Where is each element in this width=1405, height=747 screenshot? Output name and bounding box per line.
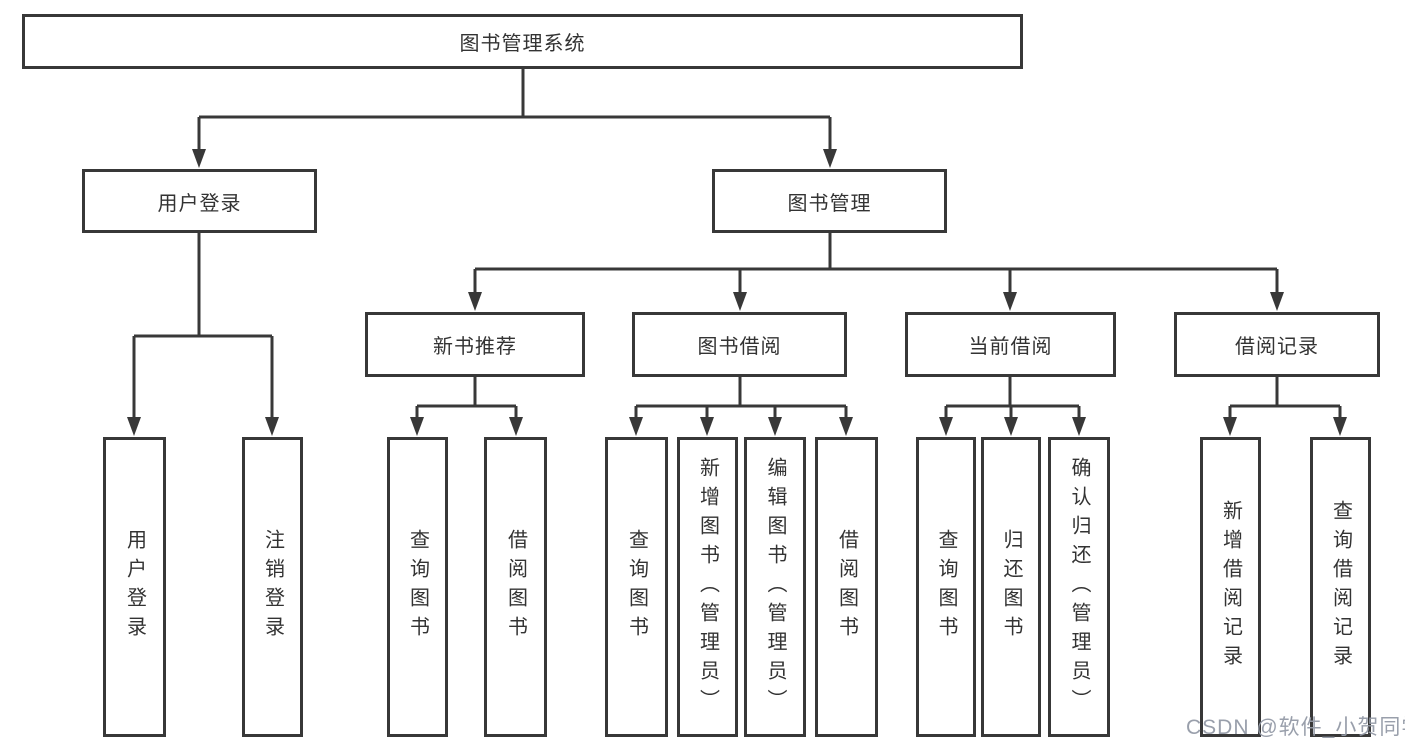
leaf-query-borrow-record-label: 查询借阅记录 bbox=[1329, 500, 1352, 674]
leaf-query-books-recommend: 查询图书 bbox=[387, 437, 448, 737]
node-borrow-records: 借阅记录 bbox=[1174, 312, 1380, 377]
leaf-borrow-books-recommend: 借阅图书 bbox=[484, 437, 547, 737]
leaf-edit-book-admin: 编辑图书（管理员） bbox=[744, 437, 806, 737]
leaf-query-books-borrow: 查询图书 bbox=[605, 437, 668, 737]
leaf-query-books-recommend-label: 查询图书 bbox=[406, 529, 429, 645]
node-user-login: 用户登录 bbox=[82, 169, 317, 233]
leaf-add-borrow-record-label: 新增借阅记录 bbox=[1219, 500, 1242, 674]
leaf-borrow-books: 借阅图书 bbox=[815, 437, 878, 737]
leaf-query-books-current-label: 查询图书 bbox=[935, 529, 957, 645]
leaf-borrow-books-recommend-label: 借阅图书 bbox=[504, 529, 527, 645]
leaf-query-books-borrow-label: 查询图书 bbox=[625, 529, 648, 645]
node-new-book-recommend-label: 新书推荐 bbox=[433, 336, 517, 358]
leaf-return-book: 归还图书 bbox=[981, 437, 1041, 737]
leaf-add-borrow-record: 新增借阅记录 bbox=[1200, 437, 1261, 737]
csdn-watermark: CSDN @软件_小贺同学 bbox=[1186, 716, 1405, 739]
node-current-borrow-label: 当前借阅 bbox=[968, 336, 1053, 358]
leaf-add-book-admin-label: 新增图书（管理员） bbox=[696, 456, 719, 718]
node-root-system-label: 图书管理系统 bbox=[459, 33, 586, 55]
node-new-book-recommend: 新书推荐 bbox=[365, 312, 585, 377]
node-user-login-label: 用户登录 bbox=[157, 192, 242, 215]
leaf-add-book-admin: 新增图书（管理员） bbox=[677, 437, 738, 737]
leaf-user-login: 用户登录 bbox=[103, 437, 166, 737]
leaf-user-login-label: 用户登录 bbox=[123, 529, 146, 645]
leaf-query-books-current: 查询图书 bbox=[916, 437, 976, 737]
node-current-borrow: 当前借阅 bbox=[905, 312, 1116, 377]
leaf-query-borrow-record: 查询借阅记录 bbox=[1310, 437, 1371, 737]
arrowheads bbox=[127, 149, 1347, 436]
node-borrow-records-label: 借阅记录 bbox=[1235, 336, 1319, 358]
node-book-management-label: 图书管理 bbox=[787, 192, 872, 215]
leaf-logout: 注销登录 bbox=[242, 437, 303, 737]
leaf-logout-label: 注销登录 bbox=[261, 529, 284, 645]
leaf-return-book-label: 归还图书 bbox=[1000, 529, 1022, 645]
node-root-system: 图书管理系统 bbox=[22, 14, 1023, 69]
leaf-borrow-books-label: 借阅图书 bbox=[835, 529, 858, 645]
node-book-borrow: 图书借阅 bbox=[632, 312, 847, 377]
node-book-management: 图书管理 bbox=[712, 169, 947, 233]
leaf-confirm-return-admin-label: 确认归还（管理员） bbox=[1068, 456, 1090, 718]
leaf-confirm-return-admin: 确认归还（管理员） bbox=[1048, 437, 1110, 737]
node-book-borrow-label: 图书借阅 bbox=[697, 336, 782, 358]
leaf-edit-book-admin-label: 编辑图书（管理员） bbox=[764, 456, 786, 718]
